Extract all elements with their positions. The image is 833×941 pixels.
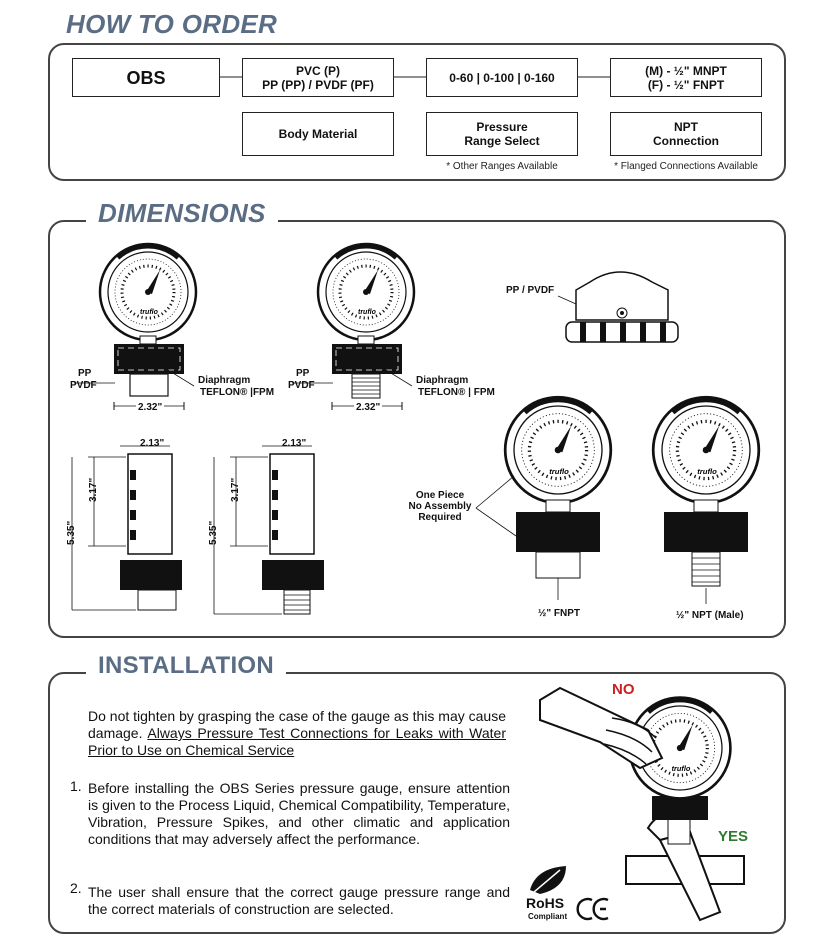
material-line-2: PP (PP) / PVDF (PF) [262, 77, 374, 92]
conn-label-line-1: NPT [674, 120, 698, 134]
how-to-order-panel [48, 43, 786, 181]
one-piece-note: One Piece No Assembly Required [402, 490, 478, 523]
dimensions-panel [48, 220, 786, 638]
pp-label-2: PP [296, 368, 310, 379]
model-box: OBS [72, 58, 220, 97]
width-213-label-1: 2.13" [140, 438, 165, 449]
one-piece-line-3: Required [418, 512, 462, 523]
range-label-line-2: Range Select [464, 134, 540, 148]
item-2-text: The user shall ensure that the correct g… [88, 884, 510, 917]
item-2-number: 2. [70, 880, 82, 896]
dimensions-title: DIMENSIONS [86, 198, 278, 229]
pvdf-label-2: PVDF [288, 380, 315, 391]
pp-label-1: PP [78, 368, 92, 379]
gauge-large-female-drawing [475, 397, 611, 600]
one-piece-line-1: One Piece [415, 490, 465, 501]
no-label: NO [612, 681, 635, 698]
rohs-compliant-label: Compliant [528, 912, 568, 921]
npt-connection-box: NPT Connection [610, 112, 762, 156]
one-piece-line-2: No Assembly [408, 501, 472, 512]
pressure-range-options-box: 0-60 | 0-100 | 0-160 [426, 58, 578, 97]
installation-title: INSTALLATION [86, 652, 287, 680]
width-232-label-1: 2.32" [136, 402, 165, 413]
gauge-large-male-drawing [653, 397, 759, 604]
npt-male-label: ½" NPT (Male) [676, 610, 744, 621]
pp-pvdf-label: PP / PVDF [506, 285, 555, 296]
gauge-side-view-female-drawing [71, 445, 182, 611]
body-material-box: Body Material [242, 112, 394, 156]
pressure-range-box: Pressure Range Select [426, 112, 578, 156]
width-213-label-2: 2.13" [282, 438, 307, 449]
connection-options-box: (M) - ½" MNPT (F) - ½" FNPT [610, 58, 762, 97]
width-232-label-2: 2.32" [354, 402, 383, 413]
pvdf-label-1: PVDF [70, 380, 97, 391]
installation-intro: Do not tighten by grasping the case of t… [88, 708, 506, 759]
yes-label: YES [718, 828, 749, 845]
conn-line-1: (M) - ½" MNPT [645, 63, 727, 78]
material-options-box: PVC (P) PP (PP) / PVDF (PF) [242, 58, 394, 97]
range-note: * Other Ranges Available [446, 161, 558, 172]
conn-line-2: (F) - ½" FNPT [647, 77, 725, 92]
diaphragm-label-2: Diaphragm [416, 375, 469, 386]
how-to-order-title: HOW TO ORDER [66, 9, 278, 39]
gauge-top-view-drawing [557, 271, 679, 343]
diaphragm-label-1: Diaphragm [198, 375, 251, 386]
intro-plain: Do not tighten by grasping the case of t… [88, 708, 506, 741]
rohs-label: RoHS [526, 895, 565, 911]
connection-note: * Flanged Connections Available [614, 161, 758, 172]
fnpt-label: ½" FNPT [538, 608, 580, 619]
gauge-front-female-drawing [74, 242, 198, 410]
teflon-fpm-label-2: TEFLON® | FPM [418, 387, 495, 398]
item-1-number: 1. [70, 778, 82, 794]
range-label-line-1: Pressure [476, 120, 528, 134]
installation-panel [48, 672, 786, 934]
intro-underlined: Always Pressure Test Connections for Lea… [88, 725, 506, 758]
material-line-1: PVC (P) [295, 63, 340, 78]
teflon-fpm-label-1: TEFLON® |FPM [200, 387, 275, 398]
item-1-text: Before installing the OBS Series pressur… [88, 780, 510, 847]
conn-label-line-2: Connection [653, 134, 719, 148]
gauge-front-male-drawing [292, 242, 416, 410]
gauge-side-view-male-drawing [213, 445, 324, 615]
